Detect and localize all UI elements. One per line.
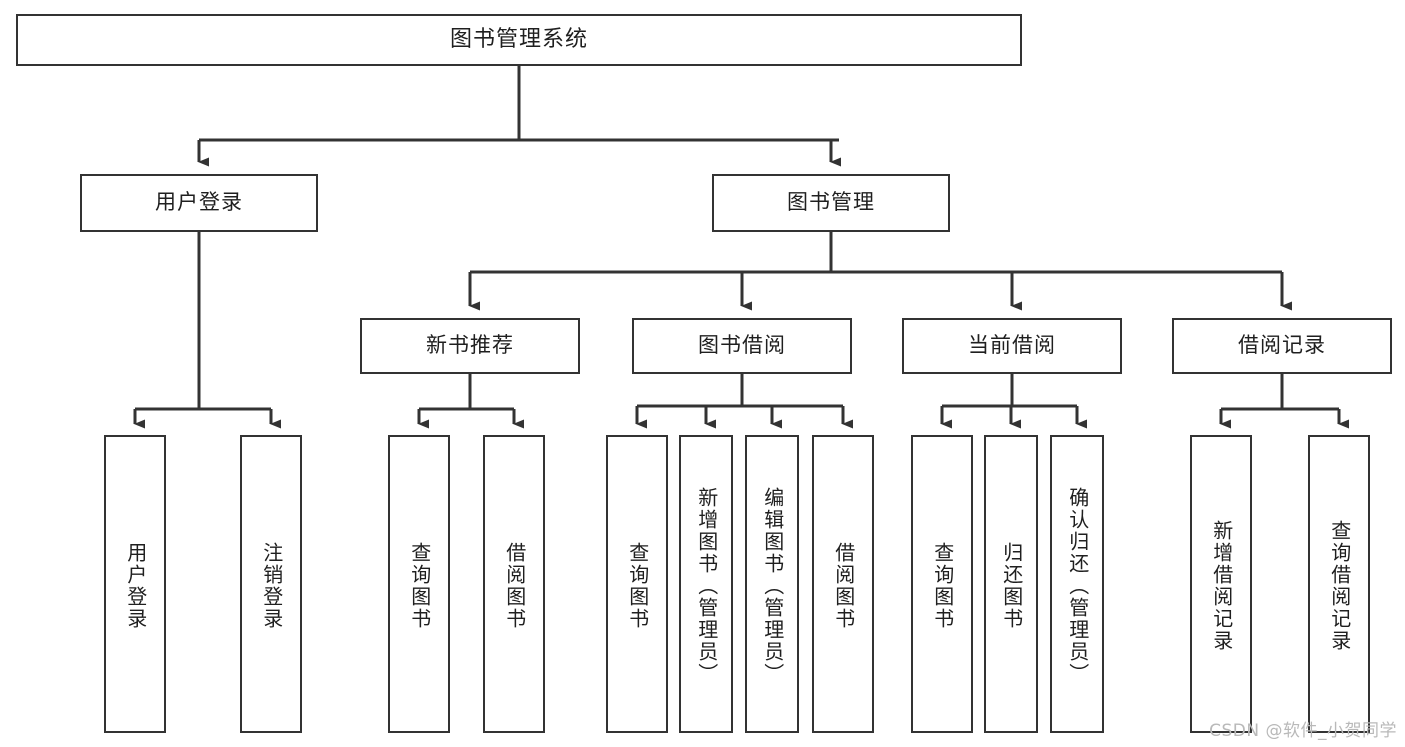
node-book-manage[interactable]: 图书管理 [712,174,950,232]
node-leaf-query-book-3-label: 查询图书 [930,542,955,630]
node-leaf-borrow-book-2-label: 借阅图书 [831,542,856,630]
node-book-borrow-label: 图书借阅 [698,333,786,358]
node-root-label: 图书管理系统 [449,26,588,52]
node-user-login[interactable]: 用户登录 [80,174,318,232]
node-leaf-confirm-return-label: 确认归还（管理员） [1065,487,1090,685]
node-leaf-query-book-1-label: 查询图书 [407,542,432,630]
node-leaf-query-book-3[interactable]: 查询图书 [911,435,973,733]
node-current-borrow-label: 当前借阅 [968,333,1056,358]
node-leaf-edit-book[interactable]: 编辑图书（管理员） [745,435,799,733]
node-leaf-add-record-label: 新增借阅记录 [1209,520,1234,652]
node-root[interactable]: 图书管理系统 [16,14,1022,66]
node-current-borrow[interactable]: 当前借阅 [902,318,1122,374]
node-leaf-query-book-1[interactable]: 查询图书 [388,435,450,733]
node-leaf-user-login[interactable]: 用户登录 [104,435,166,733]
node-leaf-add-record[interactable]: 新增借阅记录 [1190,435,1252,733]
node-book-manage-label: 图书管理 [787,190,875,215]
node-borrow-record-label: 借阅记录 [1238,333,1326,358]
node-new-book-recommend-label: 新书推荐 [426,333,514,358]
node-leaf-add-book-label: 新增图书（管理员） [694,487,719,685]
node-leaf-edit-book-label: 编辑图书（管理员） [760,487,785,685]
node-leaf-logout-label: 注销登录 [259,542,284,630]
node-leaf-query-book-2[interactable]: 查询图书 [606,435,668,733]
node-leaf-add-book[interactable]: 新增图书（管理员） [679,435,733,733]
node-leaf-borrow-book-1-label: 借阅图书 [502,542,527,630]
node-borrow-record[interactable]: 借阅记录 [1172,318,1392,374]
node-leaf-confirm-return[interactable]: 确认归还（管理员） [1050,435,1104,733]
node-leaf-borrow-book-1[interactable]: 借阅图书 [483,435,545,733]
node-user-login-label: 用户登录 [155,190,243,215]
node-leaf-query-record-label: 查询借阅记录 [1327,520,1352,652]
node-leaf-query-book-2-label: 查询图书 [625,542,650,630]
node-book-borrow[interactable]: 图书借阅 [632,318,852,374]
node-leaf-logout[interactable]: 注销登录 [240,435,302,733]
node-leaf-return-book-label: 归还图书 [999,542,1024,630]
node-leaf-query-record[interactable]: 查询借阅记录 [1308,435,1370,733]
node-leaf-user-login-label: 用户登录 [123,542,148,630]
node-leaf-return-book[interactable]: 归还图书 [984,435,1038,733]
node-new-book-recommend[interactable]: 新书推荐 [360,318,580,374]
node-leaf-borrow-book-2[interactable]: 借阅图书 [812,435,874,733]
